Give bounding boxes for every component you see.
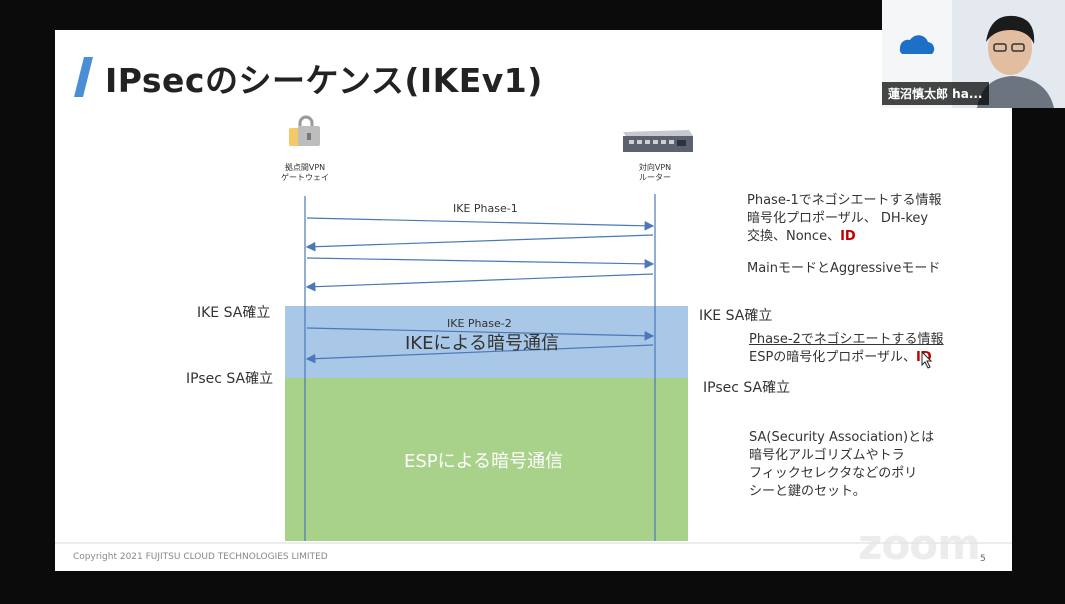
phase2-label: IKE Phase-2 <box>447 317 512 330</box>
sa-definition-note: SA(Security Association)とは 暗号化アルゴリズムやトラ … <box>749 430 935 499</box>
page-number: 5 <box>980 554 986 564</box>
phase2-arrow-2 <box>305 344 654 364</box>
ike-encrypted-band <box>285 306 688 378</box>
ike-band-text: IKEによる暗号通信 <box>405 333 559 354</box>
copyright-text: Copyright 2021 FUJITSU CLOUD TECHNOLOGIE… <box>73 552 328 562</box>
participant-name-label: 蓮沼慎太郎 ha... <box>882 82 989 105</box>
ipsec-sa-right-label: IPsec SA確立 <box>703 380 791 396</box>
mouse-cursor-icon <box>921 351 933 369</box>
presentation-slide: IPsecのシーケンス(IKEv1) 拠点間VPN ゲートウェイ 対向VPN ル… <box>55 30 1012 571</box>
phase1-label: IKE Phase-1 <box>453 202 518 215</box>
zoom-watermark-logo: zoom <box>858 520 981 569</box>
esp-encrypted-band <box>285 378 688 541</box>
gateway-label: 拠点間VPN ゲートウェイ <box>281 163 329 182</box>
phase2-arrow-1 <box>306 327 655 341</box>
phase2-note: Phase-2でネゴシエートする情報 ESPの暗号化プロポーザル、ID <box>749 332 944 365</box>
lock-icon <box>289 115 320 146</box>
phase1-arrow-1 <box>306 217 655 231</box>
slide-title: IPsecのシーケンス(IKEv1) <box>105 61 543 100</box>
ike-sa-right-label: IKE SA確立 <box>699 308 773 324</box>
mode-note: MainモードとAggressiveモード <box>747 261 941 276</box>
router-icon <box>623 130 693 152</box>
ike-sa-left-label: IKE SA確立 <box>197 305 271 321</box>
phase1-arrow-4 <box>305 273 654 292</box>
phase1-arrow-3 <box>306 257 655 269</box>
phase1-note: Phase-1でネゴシエートする情報 暗号化プロポーザル、 DH-key 交換、… <box>747 193 942 244</box>
ipsec-sa-left-label: IPsec SA確立 <box>186 371 274 387</box>
esp-band-text: ESPによる暗号通信 <box>404 451 564 472</box>
sequence-diagram <box>55 194 1012 544</box>
phase1-arrow-2 <box>305 234 654 252</box>
router-label: 対向VPN ルーター <box>638 163 672 182</box>
